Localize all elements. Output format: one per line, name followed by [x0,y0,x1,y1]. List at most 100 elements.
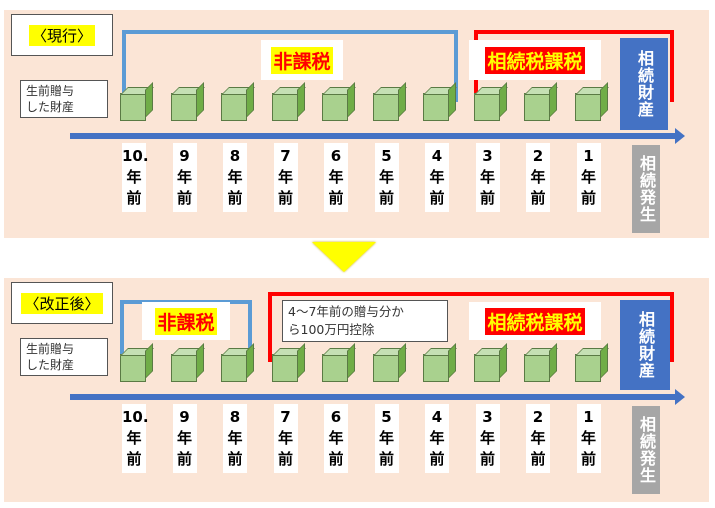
non-tax-bracket [122,30,458,102]
before-char: 前 [530,450,546,468]
year-char: 年 [429,429,445,447]
year-char: 年 [227,168,243,186]
year-char: 年 [479,168,495,186]
gift-cube [221,93,247,121]
before-char: 前 [277,189,293,207]
year-number: 8 [229,408,241,426]
before-char: 前 [176,189,192,207]
deduction-note: 4～7年前の贈与分から100万円控除 [282,300,448,342]
before-char: 前 [277,450,293,468]
non-tax-text: 非課税 [271,46,333,74]
gift-cube [170,354,197,382]
year-label: 10.年前 [122,143,149,212]
year-char: 年 [530,429,546,447]
gift-cube [221,354,247,382]
down-arrow-icon [312,242,376,272]
year-number: 5 [381,408,392,426]
year-char: 年 [580,429,596,447]
gift-cube [574,93,601,121]
gift-cube [322,93,348,121]
before-char: 前 [580,450,596,468]
year-number: 5 [381,147,392,165]
estate-box: 相続財産 [620,300,670,390]
year-label: 1 年前 [576,143,601,212]
tax-text: 相続税課税 [485,307,585,335]
current-title-text: 〈現行〉 [28,24,95,46]
gift-cube [372,354,399,382]
before-char: 前 [378,189,394,207]
revised-title: 〈改正後〉 [11,282,113,324]
non-tax-label: 非課税 [142,302,230,340]
note-line: 4～7年前の贈与分か [288,304,404,319]
inheritance-box: 相続発生 [632,406,660,494]
gift-cube [271,354,298,382]
revised-title-text: 〈改正後〉 [21,292,103,314]
year-number: 3 [482,408,493,426]
inheritance-box: 相続発生 [632,145,660,233]
tax-label: 相続税課税 [469,302,601,340]
timeline-axis [70,389,685,405]
year-number: 2 [532,408,544,426]
before-char: 前 [126,450,142,468]
year-char: 年 [378,429,394,447]
year-char: 年 [277,429,293,447]
year-label: 9 年前 [172,143,197,212]
gift-cube [423,354,449,382]
year-char: 年 [328,429,344,447]
before-char: 前 [530,189,546,207]
timeline-axis [70,128,685,144]
before-char: 前 [378,450,394,468]
before-char: 前 [126,189,142,207]
year-label: 7 年前 [273,404,298,473]
year-char: 年 [429,168,445,186]
gift-cube [473,354,500,382]
gift-cube [120,93,146,121]
current-title: 〈現行〉 [11,14,113,56]
tax-bracket [268,292,674,362]
year-number: 1 [583,147,594,165]
year-number: 7 [280,408,291,426]
estate-box: 相続財産 [620,38,668,130]
year-char: 年 [227,429,243,447]
year-number: 9 [179,147,190,165]
gift-cube [524,354,550,382]
non-tax-text: 非課税 [155,307,217,335]
year-number: 1 [583,408,594,426]
year-char: 年 [580,168,596,186]
before-char: 前 [429,189,445,207]
gift-cube [170,93,197,121]
year-char: 年 [176,429,192,447]
before-char: 前 [328,189,344,207]
year-char: 年 [176,168,192,186]
callout-line: 生前贈与 [26,84,75,98]
before-char: 前 [580,189,596,207]
before-char: 前 [176,450,192,468]
gift-cube [120,354,146,382]
before-char: 前 [227,450,243,468]
year-number: 6 [330,147,342,165]
year-number: 7 [280,147,291,165]
year-label: 5 年前 [374,143,399,212]
year-label: 5 年前 [374,404,399,473]
gift-cube [524,93,550,121]
callout-line: 生前贈与 [26,342,75,356]
tax-text: 相続税課税 [485,46,585,74]
year-char: 年 [126,429,142,447]
gift-cube [574,354,601,382]
gift-cube [423,93,449,121]
year-char: 年 [378,168,394,186]
non-tax-label: 非課税 [261,40,343,80]
gift-cube [322,354,348,382]
gift-cube [271,93,298,121]
gift-cube [372,93,399,121]
callout-line: した財産 [26,358,75,372]
year-number: 8 [229,147,241,165]
